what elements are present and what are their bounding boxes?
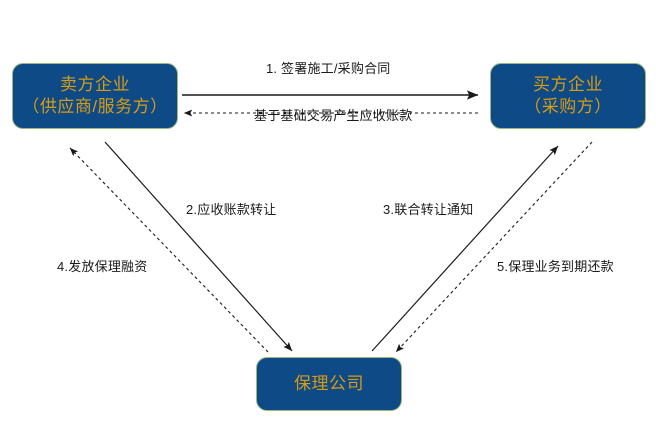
edge-label-financing: 4.发放保理融资 — [57, 259, 148, 274]
node-buyer-enterprise[interactable]: 买方企业 （采购方） — [490, 63, 646, 129]
edge-label-contract: 1. 签署施工/采购合同 — [266, 61, 391, 76]
node-seller-title: 卖方企业 — [60, 75, 130, 95]
edge-label-repayment: 5.保理业务到期还款 — [497, 259, 614, 274]
node-factor-title: 保理公司 — [294, 374, 364, 394]
node-seller-subtitle: （供应商/服务方） — [22, 97, 168, 116]
edge-repayment-line — [395, 141, 593, 353]
edge-label-receivable: 基于基础交易产生应收账款 — [254, 108, 413, 123]
node-buyer-subtitle: （采购方） — [524, 97, 612, 116]
edge-financing-line — [69, 147, 269, 353]
node-factoring-company[interactable]: 保理公司 — [256, 357, 402, 411]
edge-notice-line — [371, 145, 559, 352]
edge-label-assignment: 2.应收账款转让 — [186, 202, 277, 217]
edge-assignment-line — [104, 141, 293, 352]
node-seller-enterprise[interactable]: 卖方企业 （供应商/服务方） — [12, 63, 178, 129]
node-buyer-title: 买方企业 — [533, 75, 603, 95]
edge-label-notice: 3.联合转让通知 — [383, 202, 474, 217]
